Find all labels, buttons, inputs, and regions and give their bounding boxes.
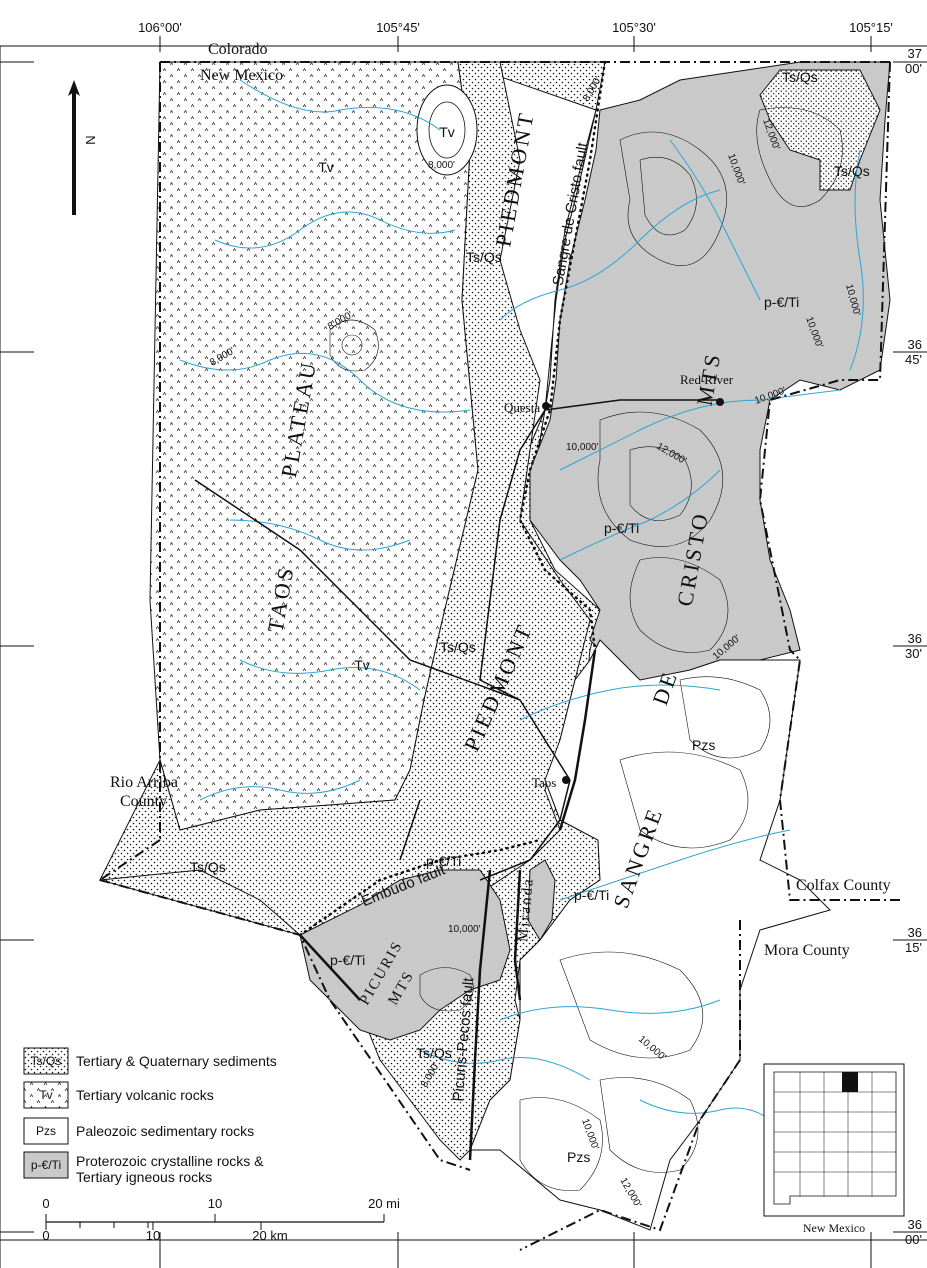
red-river-dot [716, 398, 724, 406]
roads [194, 399, 720, 881]
graticule [0, 36, 927, 1268]
unit-label-tv-plateau-n: Tv [318, 159, 334, 175]
solid-faults [299, 649, 597, 1161]
lat-label-2-deg: 36 [908, 337, 922, 352]
lon-label-4: 105°15' [849, 20, 893, 35]
faults [298, 60, 607, 937]
legend-symbol-pzs: Pzs [36, 1124, 56, 1138]
embudo-fault-line [298, 838, 542, 937]
county-label-mora: Mora County [764, 942, 850, 959]
lat-label-3-min: 30' [905, 646, 922, 661]
contour-lines [329, 107, 843, 1191]
rivers [179, 79, 864, 1141]
county-label-rio-arriba-1: Rio Arriba [110, 774, 178, 791]
tv-cone-top [416, 84, 478, 176]
legend: Ts/Qs Tertiary & Quaternary sediments Tv… [23, 1047, 277, 1185]
lat-label-2-min: 45' [905, 352, 922, 367]
county-label-colfax: Colfax County [796, 877, 891, 894]
legend-label-tsqs: Tertiary & Quaternary sediments [76, 1053, 277, 1069]
crystalline-picuris-area [299, 869, 511, 1041]
unit-label-pct-mid: p-€/Ti [604, 520, 639, 536]
unit-label-pct-sw: p-€/Ti [330, 952, 365, 968]
unit-label-pct-miranda: p-€/Ti [574, 887, 609, 903]
county-label-rio-arriba-2: County [120, 793, 167, 810]
unit-label-tsqs-ne: Ts/Qs [782, 69, 818, 85]
contour-label-c10: 10,000' [566, 442, 599, 453]
legend-swatch-pct [23, 1151, 69, 1179]
lon-label-3: 105°30' [612, 20, 656, 35]
inset-taos-county-highlight [842, 1072, 858, 1092]
questa-dot [542, 402, 550, 410]
crystalline-miranda-area [527, 859, 556, 941]
scale-km-0: 0 [42, 1228, 49, 1243]
legend-symbol-pct: p-€/Ti [31, 1158, 61, 1172]
legend-swatch-pzs [23, 1117, 69, 1145]
lat-label-3-deg: 36 [908, 631, 922, 646]
lat-label-4-deg: 36 [908, 925, 922, 940]
legend-swatch-tsqs [23, 1047, 69, 1075]
tsqs-ne-area [759, 69, 881, 191]
legend-label-pzs: Paleozoic sedimentary rocks [76, 1123, 254, 1139]
unit-label-tv-top: Tv [439, 124, 455, 140]
state-label-new-mexico: New Mexico [200, 67, 283, 84]
tv-cone-top-inner [428, 101, 466, 159]
unit-label-pct-n: p-€/Ti [764, 294, 799, 310]
north-arrow-letter: N [83, 135, 98, 144]
unit-label-tv-plateau-s: Tv [354, 657, 370, 673]
state-label-colorado: Colorado [208, 41, 268, 58]
lon-label-1: 106°00' [138, 20, 182, 35]
inset-label: New Mexico [803, 1221, 865, 1235]
sangre-de-cristo-fault-line [518, 60, 607, 652]
contour-label-c13: 10,000' [448, 924, 481, 935]
legend-label-tv: Tertiary volcanic rocks [76, 1087, 214, 1103]
lat-label-4-min: 15' [905, 940, 922, 955]
legend-label-pct-2: Tertiary igneous rocks [76, 1169, 212, 1185]
town-label-taos: Taos [532, 775, 556, 790]
legend-swatch-tv [23, 1081, 69, 1109]
unit-label-tsqs-piedmont-n: Ts/Qs [466, 249, 502, 265]
taos-dot [562, 776, 570, 784]
unit-label-pct-picuris: p-€/Ti [426, 853, 461, 869]
scale-km-10: 10 [146, 1228, 160, 1243]
scale-mi-0: 0 [42, 1196, 49, 1211]
legend-symbol-tsqs: Ts/Qs [31, 1054, 62, 1068]
unit-label-pzs-e: Pzs [692, 737, 715, 753]
legend-label-pct: Proterozoic crystalline rocks & [76, 1153, 264, 1169]
inset-map: New Mexico [763, 1063, 905, 1235]
contour-label-c1: 8,000' [428, 160, 455, 171]
lat-label-1-min: 00' [905, 61, 922, 76]
unit-label-tsqs-s: Ts/Qs [416, 1045, 452, 1061]
lon-label-2: 105°45' [376, 20, 420, 35]
lat-label-1-deg: 37 [908, 46, 922, 61]
north-arrow: N [68, 80, 98, 215]
lat-label-5-min: 00' [905, 1232, 922, 1247]
scale-km-20: 20 km [252, 1228, 287, 1243]
town-label-red-river: Red River [680, 372, 734, 387]
legend-symbol-tv: Tv [39, 1088, 52, 1102]
unit-label-tsqs-sw: Ts/Qs [190, 859, 226, 875]
unit-label-tsqs-ne2: Ts/Qs [834, 163, 870, 179]
unit-label-pzs-s: Pzs [567, 1149, 590, 1165]
scale-mi-20: 20 mi [368, 1196, 400, 1211]
boundaries [99, 61, 900, 1251]
scale-mi-10: 10 [208, 1196, 222, 1211]
unit-label-tsqs-piedmont-s: Ts/Qs [440, 639, 476, 655]
scale-bar: 0 10 20 mi 0 10 20 km [42, 1196, 400, 1243]
town-label-questa: Questa [504, 400, 540, 415]
lat-label-5-deg: 36 [908, 1217, 922, 1232]
region-label-miranda: Miranda [515, 877, 537, 943]
